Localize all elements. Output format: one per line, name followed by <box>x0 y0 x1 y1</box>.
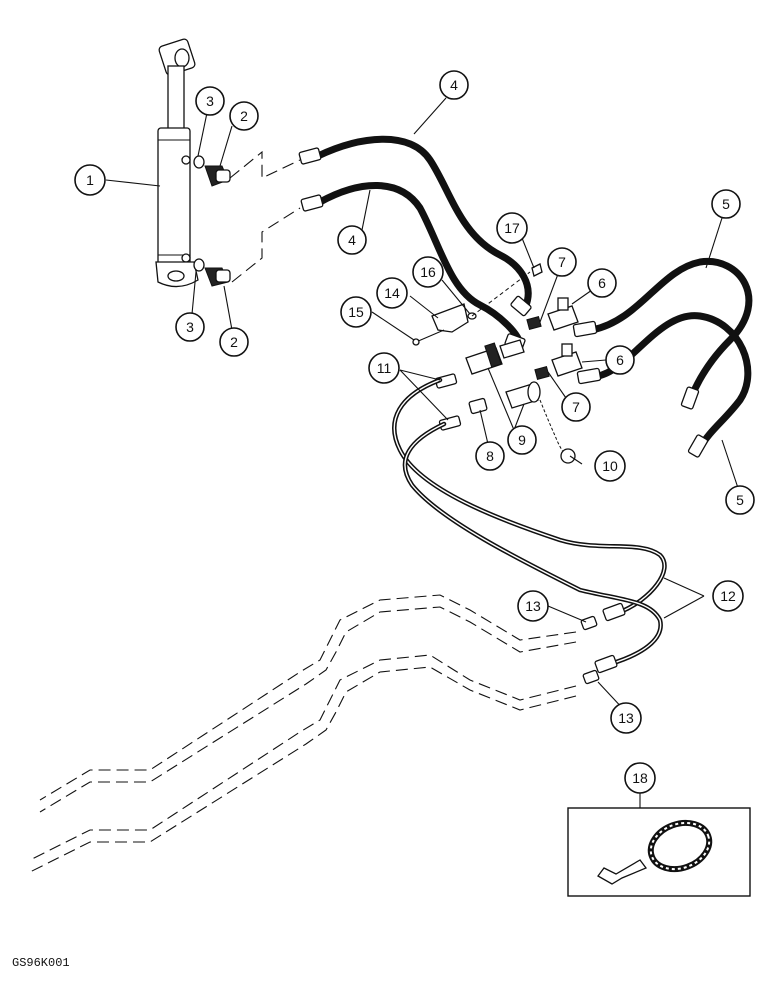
svg-text:4: 4 <box>450 77 458 93</box>
svg-text:2: 2 <box>230 334 238 350</box>
inset-box-item-18 <box>567 807 751 897</box>
svg-text:15: 15 <box>348 304 364 320</box>
svg-text:7: 7 <box>572 399 580 415</box>
svg-text:2: 2 <box>240 108 248 124</box>
callout-14: 14 <box>376 277 408 309</box>
callout-18: 18 <box>624 762 656 794</box>
svg-text:16: 16 <box>420 264 436 280</box>
figure-code: GS96K001 <box>12 956 70 970</box>
svg-text:5: 5 <box>736 492 744 508</box>
svg-text:5: 5 <box>722 196 730 212</box>
callout-9: 9 <box>507 425 537 455</box>
callout-4-upper: 4 <box>439 70 469 100</box>
hydraulic-cylinder <box>155 38 199 288</box>
leader-lines <box>105 97 739 808</box>
callout-7-lower: 7 <box>561 392 591 422</box>
svg-text:18: 18 <box>632 770 648 786</box>
callout-4-lower: 4 <box>337 225 367 255</box>
coupler-assembly <box>412 263 576 464</box>
svg-text:1: 1 <box>86 172 94 188</box>
cylinder-fittings <box>193 155 231 287</box>
tractor-pipes-dashed <box>29 594 577 873</box>
callout-2-lower: 2 <box>219 327 249 357</box>
callout-13-lower: 13 <box>610 702 642 734</box>
callout-7-upper: 7 <box>547 247 577 277</box>
callout-17: 17 <box>496 212 528 244</box>
callout-12: 12 <box>712 580 744 612</box>
callout-6-upper: 6 <box>587 268 617 298</box>
svg-text:9: 9 <box>518 432 526 448</box>
callout-2-upper: 2 <box>229 101 259 131</box>
svg-text:6: 6 <box>598 275 606 291</box>
svg-text:17: 17 <box>504 220 520 236</box>
svg-text:3: 3 <box>206 93 214 109</box>
callout-11: 11 <box>368 352 400 384</box>
svg-text:4: 4 <box>348 232 356 248</box>
svg-text:14: 14 <box>384 285 400 301</box>
svg-text:8: 8 <box>486 448 494 464</box>
callout-13-upper: 13 <box>517 590 549 622</box>
callout-1: 1 <box>74 164 106 196</box>
connection-dashes <box>229 150 301 283</box>
callout-5-upper: 5 <box>711 189 741 219</box>
svg-text:12: 12 <box>720 588 736 604</box>
callout-16: 16 <box>412 256 444 288</box>
callout-6-lower: 6 <box>605 345 635 375</box>
svg-text:10: 10 <box>602 458 618 474</box>
svg-text:7: 7 <box>558 254 566 270</box>
callout-3-upper: 3 <box>195 86 225 116</box>
hoses-item-4 <box>298 135 532 351</box>
callout-10: 10 <box>594 450 626 482</box>
callout-5-lower: 5 <box>725 485 755 515</box>
svg-text:13: 13 <box>618 710 634 726</box>
callout-8: 8 <box>475 441 505 471</box>
hoses-item-12 <box>392 377 667 685</box>
hoses-item-5 <box>572 257 753 458</box>
callout-15: 15 <box>340 296 372 328</box>
callout-3-lower: 3 <box>175 312 205 342</box>
svg-text:11: 11 <box>377 360 392 376</box>
svg-text:6: 6 <box>616 352 624 368</box>
tee-fittings <box>526 297 583 380</box>
svg-text:3: 3 <box>186 319 194 335</box>
svg-text:13: 13 <box>525 598 541 614</box>
